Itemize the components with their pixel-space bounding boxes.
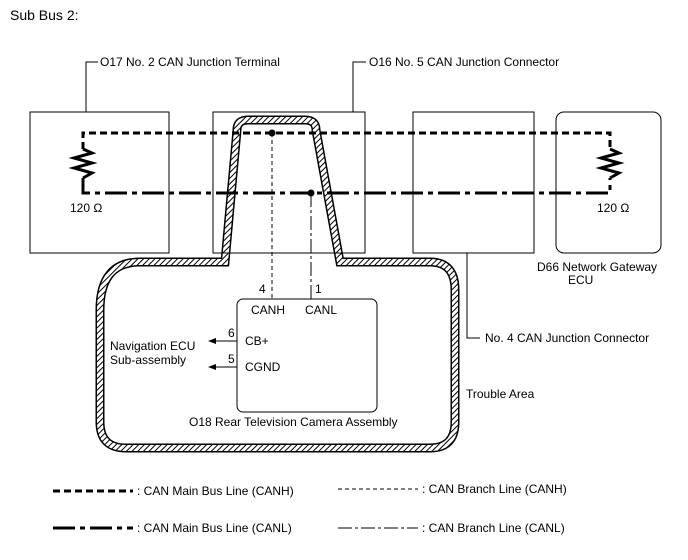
diagram-title: Sub Bus 2: [10,7,79,23]
o16-leader-line [352,61,366,112]
o18-camera-assembly-box [236,298,378,413]
d66-label-line1: D66 Network Gateway [537,260,657,274]
no4-label: No. 4 CAN Junction Connector [485,331,649,345]
pin-canh-label: CANH [251,303,285,317]
o18-label: O18 Rear Television Camera Assembly [189,415,398,429]
no4-junction-connector-box [412,111,535,254]
d66-label-line2: ECU [568,273,593,287]
resistor-right-zigzag [595,147,625,180]
legend-main-canl-label: : CAN Main Bus Line (CANL) [137,521,292,535]
navigation-ecu-label-line1: Navigation ECU [110,339,195,353]
resistor-right-value: 120 Ω [597,201,629,215]
legend-main-canh-label: : CAN Main Bus Line (CANH) [137,484,294,498]
o17-junction-terminal-box [29,111,170,254]
trouble-area-label: Trouble Area [466,387,535,401]
pin-canl-number: 1 [315,282,322,296]
pin-cbplus-number: 6 [228,326,235,340]
o16-label: O16 No. 5 CAN Junction Connector [369,55,559,69]
pin-cgnd-number: 5 [228,352,235,366]
d66-network-gateway-ecu-box [555,111,662,254]
resistor-left-value: 120 Ω [70,201,102,215]
cbplus-arrow [208,338,216,344]
pin-canl-label: CANL [305,303,337,317]
pin-cgnd-label: CGND [245,360,281,374]
o17-leader-line [85,61,98,112]
main-bus-canh [81,131,612,149]
pin-canh-number: 4 [259,282,266,296]
main-bus-canl [81,178,612,195]
resistor-left-zigzag [68,147,98,180]
pin-cbplus-label: CB+ [245,334,269,348]
legend-branch-canl-label: : CAN Branch Line (CANL) [422,521,565,535]
cgnd-arrow [208,364,216,370]
navigation-ecu-label-line2: Sub-assembly [110,353,186,367]
o16-junction-connector-box [212,111,366,254]
legend-branch-canh-label: : CAN Branch Line (CANH) [422,482,567,496]
no4-leader-line [466,253,480,339]
o17-label: O17 No. 2 CAN Junction Terminal [100,55,280,69]
